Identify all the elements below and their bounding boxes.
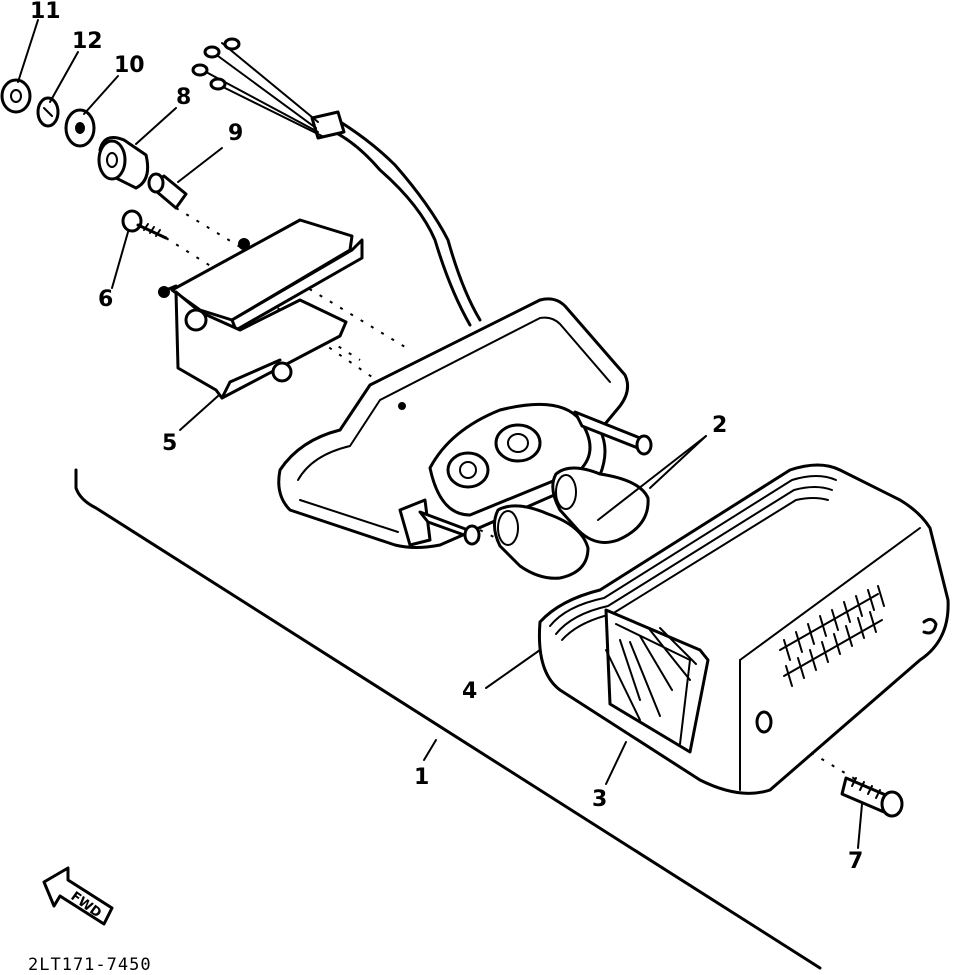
callout-8: 8 [176,85,191,110]
callout-7: 7 [848,849,863,874]
nut-part-11 [0,78,32,114]
screw-part-6 [121,209,168,240]
callout-5: 5 [162,431,177,456]
wire-harness [191,37,482,327]
callout-12: 12 [72,29,103,54]
callout-10: 10 [114,53,145,78]
collar-part-9 [147,172,188,210]
alignment-line [165,237,361,361]
alignment-line [259,299,421,411]
grommet-part-8 [97,136,150,190]
callout-4: 4 [462,679,477,704]
callout-11: 11 [30,0,61,24]
bulb-part-2 [551,466,650,544]
bracket-part-5 [158,218,364,400]
alignment-line [175,207,411,351]
drawing-code: 2LT171-7450 [28,955,152,975]
washer-part-10 [64,108,96,148]
lamp-base-housing [277,297,653,549]
lens-assembly [537,463,950,795]
bulb-part-2 [493,504,590,580]
callout-2: 2 [712,413,727,438]
assembly-bracket-line [74,468,822,970]
screw-part-7 [840,776,904,818]
callout-3: 3 [592,787,607,812]
leader-lines [17,19,863,849]
lock-washer-part-12 [36,96,60,128]
reflector-texture [779,585,885,687]
callout-9: 9 [228,121,243,146]
callout-6: 6 [98,287,113,312]
callout-1: 1 [414,765,429,790]
fwd-direction-arrow: FWD [42,866,114,926]
